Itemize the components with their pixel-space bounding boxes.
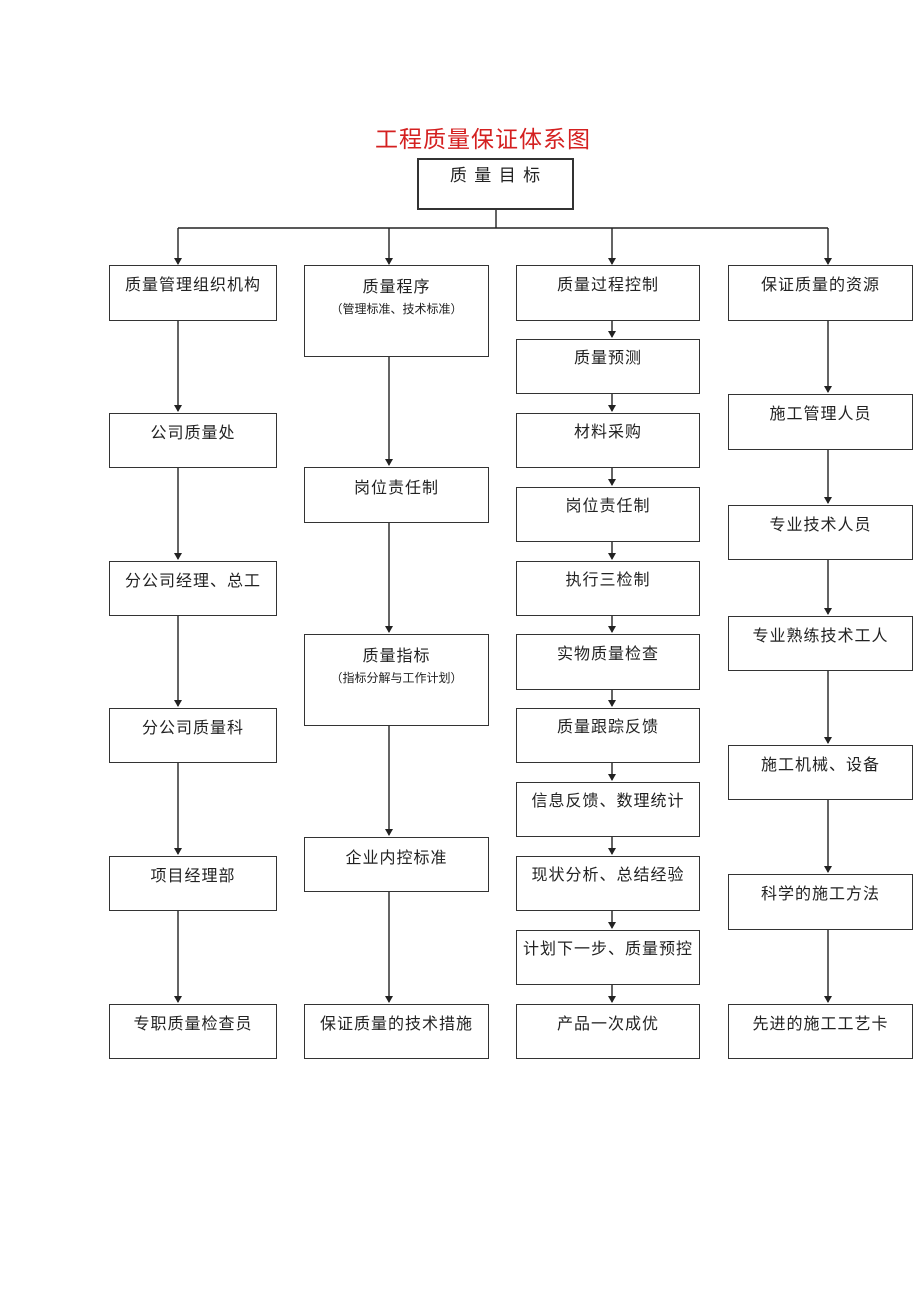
col-process-item: 质量跟踪反馈 <box>516 708 700 763</box>
col-process-item-label: 质量预测 <box>573 348 642 367</box>
col-process-item-label: 产品一次成优 <box>556 1014 659 1033</box>
col-process-header-label: 质量过程控制 <box>556 275 659 294</box>
col-procedure-header: 质量程序 （管理标准、技术标准） <box>304 265 489 357</box>
col-process-item: 信息反馈、数理统计 <box>516 782 700 837</box>
col-resource-header: 保证质量的资源 <box>728 265 913 321</box>
col-process-item: 产品一次成优 <box>516 1004 700 1059</box>
col-process-item-label: 信息反馈、数理统计 <box>531 791 685 810</box>
col-resource-item-label: 先进的施工工艺卡 <box>752 1014 889 1033</box>
col-process-item-label: 计划下一步、质量预控 <box>522 939 693 958</box>
col-procedure-item-label: 保证质量的技术措施 <box>319 1014 473 1033</box>
col-process-item: 计划下一步、质量预控 <box>516 930 700 985</box>
col-resource-item-label: 施工管理人员 <box>769 404 872 423</box>
col-process-item-label: 岗位责任制 <box>565 496 651 515</box>
col-process-item-label: 材料采购 <box>573 422 642 441</box>
quality-goal-box: 质 量 目 标 <box>417 158 574 210</box>
col-procedure-item: 企业内控标准 <box>304 837 489 892</box>
col-procedure-item-label: 岗位责任制 <box>353 478 439 497</box>
col-resource-item-label: 专业技术人员 <box>769 515 872 534</box>
col-resource-item: 施工管理人员 <box>728 394 913 450</box>
col-procedure-item-label: 企业内控标准 <box>345 848 448 867</box>
col-process-item: 实物质量检查 <box>516 634 700 690</box>
col-process-item: 材料采购 <box>516 413 700 468</box>
col-procedure-header-sub: （管理标准、技术标准） <box>330 302 463 316</box>
col-org-item-label: 专职质量检查员 <box>133 1014 253 1033</box>
col-resource-item-label: 施工机械、设备 <box>760 755 880 774</box>
col-process-item: 现状分析、总结经验 <box>516 856 700 911</box>
col-org-item-label: 公司质量处 <box>150 423 236 442</box>
col-process-item: 执行三检制 <box>516 561 700 616</box>
col-org-item-label: 分公司经理、总工 <box>124 571 261 590</box>
col-org-header: 质量管理组织机构 <box>109 265 277 321</box>
col-org-item: 项目经理部 <box>109 856 277 911</box>
col-resource-item: 专业熟练技术工人 <box>728 616 913 671</box>
col-process-item: 质量预测 <box>516 339 700 394</box>
col-org-header-label: 质量管理组织机构 <box>124 275 261 294</box>
col-procedure-item-sub: （指标分解与工作计划） <box>330 671 463 685</box>
quality-goal-label: 质 量 目 标 <box>449 166 542 186</box>
col-process-item-label: 质量跟踪反馈 <box>556 717 659 736</box>
col-resource-item: 专业技术人员 <box>728 505 913 560</box>
col-org-item-label: 分公司质量科 <box>141 718 244 737</box>
col-org-item-label: 项目经理部 <box>150 866 236 885</box>
col-resource-item: 科学的施工方法 <box>728 874 913 930</box>
col-resource-item-label: 专业熟练技术工人 <box>752 626 889 645</box>
col-org-item: 专职质量检查员 <box>109 1004 277 1059</box>
col-process-item-label: 执行三检制 <box>565 570 651 589</box>
col-procedure-item: 岗位责任制 <box>304 467 489 523</box>
col-procedure-item: 质量指标 （指标分解与工作计划） <box>304 634 489 726</box>
col-process-item-label: 实物质量检查 <box>556 644 659 663</box>
col-procedure-header-label: 质量程序 <box>362 277 431 296</box>
col-org-item: 公司质量处 <box>109 413 277 468</box>
col-process-item-label: 现状分析、总结经验 <box>531 865 685 884</box>
col-resource-item-label: 科学的施工方法 <box>760 884 880 903</box>
diagram-title: 工程质量保证体系图 <box>375 127 591 153</box>
col-resource-item: 先进的施工工艺卡 <box>728 1004 913 1059</box>
col-resource-item: 施工机械、设备 <box>728 745 913 800</box>
col-procedure-item-label: 质量指标 <box>362 646 431 665</box>
col-procedure-item: 保证质量的技术措施 <box>304 1004 489 1059</box>
col-org-item: 分公司经理、总工 <box>109 561 277 616</box>
col-resource-header-label: 保证质量的资源 <box>760 275 880 294</box>
col-org-item: 分公司质量科 <box>109 708 277 763</box>
col-process-header: 质量过程控制 <box>516 265 700 321</box>
col-process-item: 岗位责任制 <box>516 487 700 542</box>
